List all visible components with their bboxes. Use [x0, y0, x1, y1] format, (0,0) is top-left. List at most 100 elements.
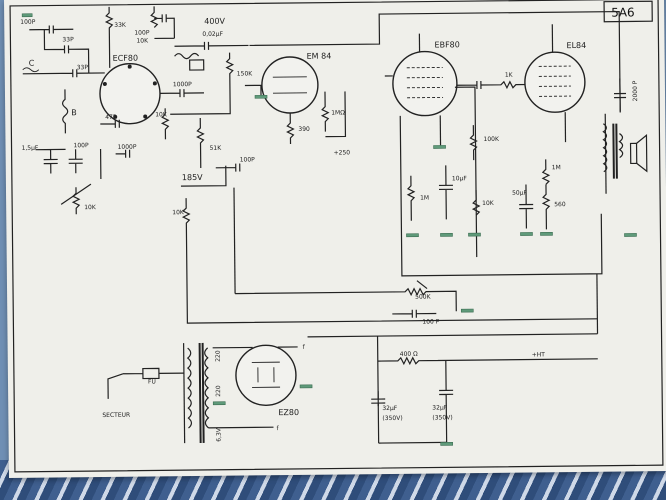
em84-ground-wire: [244, 84, 262, 96]
label-1m-b: 1M: [420, 195, 429, 202]
schematic-drawing: 5A6 ECF80 C 33P 100P 33P 33K 100P 10K: [9, 0, 664, 473]
label-100p-b: 100P: [134, 29, 150, 36]
model-label: 5A6: [611, 5, 635, 19]
label-100p-d: 100P: [240, 156, 256, 163]
ground: [406, 233, 419, 238]
label-400: 400 Ω: [400, 351, 418, 358]
label-32uf-a: 32μF: [382, 405, 398, 412]
resistor-top: [149, 6, 159, 28]
resistor-1meg: [541, 159, 551, 185]
wire-top-bus: [249, 10, 621, 112]
osc-coil: [174, 52, 200, 60]
label-50uf: 50μF: [512, 190, 528, 197]
label-10k-b: 10K: [155, 111, 168, 118]
label-63v: 6,3V: [215, 427, 222, 442]
ground: [540, 231, 553, 236]
ez80-anode-wire: [212, 346, 298, 349]
ground: [624, 233, 637, 237]
wire-signal-return: [399, 115, 603, 277]
label-coil-b: B: [71, 108, 77, 117]
ebf80-screen-wire: [454, 86, 478, 258]
output-transformer-secondary: [618, 133, 624, 159]
pin: [113, 114, 118, 119]
resistor-560: [541, 184, 551, 230]
transformer-primary-wire: [183, 343, 186, 444]
resistor-10k-c: [71, 187, 81, 215]
speaker-icon: [629, 134, 648, 173]
cap-50uf: [519, 184, 534, 229]
pin: [102, 81, 107, 86]
label-002uf: 0,02μF: [202, 31, 223, 38]
tube-label-ebf80: EBF80: [434, 40, 459, 49]
cap-002uf: [174, 41, 249, 50]
pin: [127, 64, 132, 69]
label-100p-a: 100P: [20, 19, 36, 26]
sheet-border: [9, 0, 664, 473]
tube-em84: [261, 56, 319, 114]
label-220-a: 220: [215, 350, 222, 362]
tube-ebf80: [392, 50, 458, 117]
cap-1000p-a: [159, 89, 204, 98]
label-10k-a: 10K: [136, 37, 149, 44]
label-10k-c: 10K: [84, 204, 97, 211]
label-10k-e: 10K: [482, 200, 495, 207]
label-ht: +HT: [532, 351, 546, 358]
label-32uf-b: 32μF: [432, 404, 448, 411]
label-input-c: C: [29, 59, 35, 68]
resistor-1m: [320, 91, 330, 132]
ground: [460, 308, 474, 313]
label-500k: 500K: [415, 294, 432, 301]
variable-resistor: [60, 183, 92, 205]
tube-label-ecf80: ECF80: [113, 54, 139, 63]
cap-47p: [100, 119, 120, 128]
coil-input: [22, 67, 40, 73]
label-390: 390: [298, 126, 310, 133]
ground: [433, 145, 446, 149]
transformer-core: [198, 342, 205, 443]
label-1m: 1MΩ: [331, 109, 345, 116]
resistor-51k: [196, 117, 205, 168]
wire-left-down: [233, 187, 236, 294]
ground: [21, 13, 33, 18]
label-10uf: 10μF: [452, 175, 468, 182]
em84-electrodes: [272, 76, 307, 94]
label-1k: 1K: [505, 72, 514, 79]
ground: [468, 232, 481, 237]
pot-wiper: [416, 280, 428, 290]
heater-wire: [208, 426, 274, 429]
label-400v: 400V: [204, 17, 225, 26]
resistor-400: [376, 336, 598, 407]
cap-15uf: [35, 148, 66, 174]
wire-input: [22, 69, 105, 78]
label-33k: 33K: [114, 22, 127, 29]
cap-1000p-b: [99, 148, 131, 180]
label-2000p: 2000 P: [632, 80, 639, 101]
label-f-a: f: [303, 344, 306, 351]
transformer-primary: [186, 347, 193, 429]
resistor-1m-b: [406, 175, 416, 221]
wire-185v: [180, 165, 227, 187]
ground: [520, 232, 533, 236]
output-transformer-primary: [602, 123, 608, 173]
label-f-b: f: [276, 425, 279, 432]
output-transformer-core: [612, 123, 618, 179]
ground: [254, 94, 268, 99]
tube-label-ez80: EZ80: [278, 408, 299, 417]
cap-32uf-b: [439, 360, 454, 443]
tube-ez80: [235, 344, 297, 406]
el84-grids: [538, 65, 572, 97]
label-185v: 185V: [182, 173, 203, 182]
label-33p-a: 33P: [62, 36, 74, 43]
resistor-33k: [104, 6, 114, 68]
wire-ht-out: [307, 333, 598, 338]
label-mains: SECTEUR: [102, 412, 130, 419]
pin: [152, 81, 157, 86]
cap-100p-d: [215, 163, 241, 172]
resistor-150k: [170, 52, 235, 115]
label-15uf: 1,5μF: [22, 145, 39, 152]
coupling-to-el84: [456, 80, 536, 90]
label-33p-b: 33P: [77, 64, 89, 71]
wire-ht-up: [596, 273, 599, 334]
cap-100p-e: [392, 309, 437, 318]
